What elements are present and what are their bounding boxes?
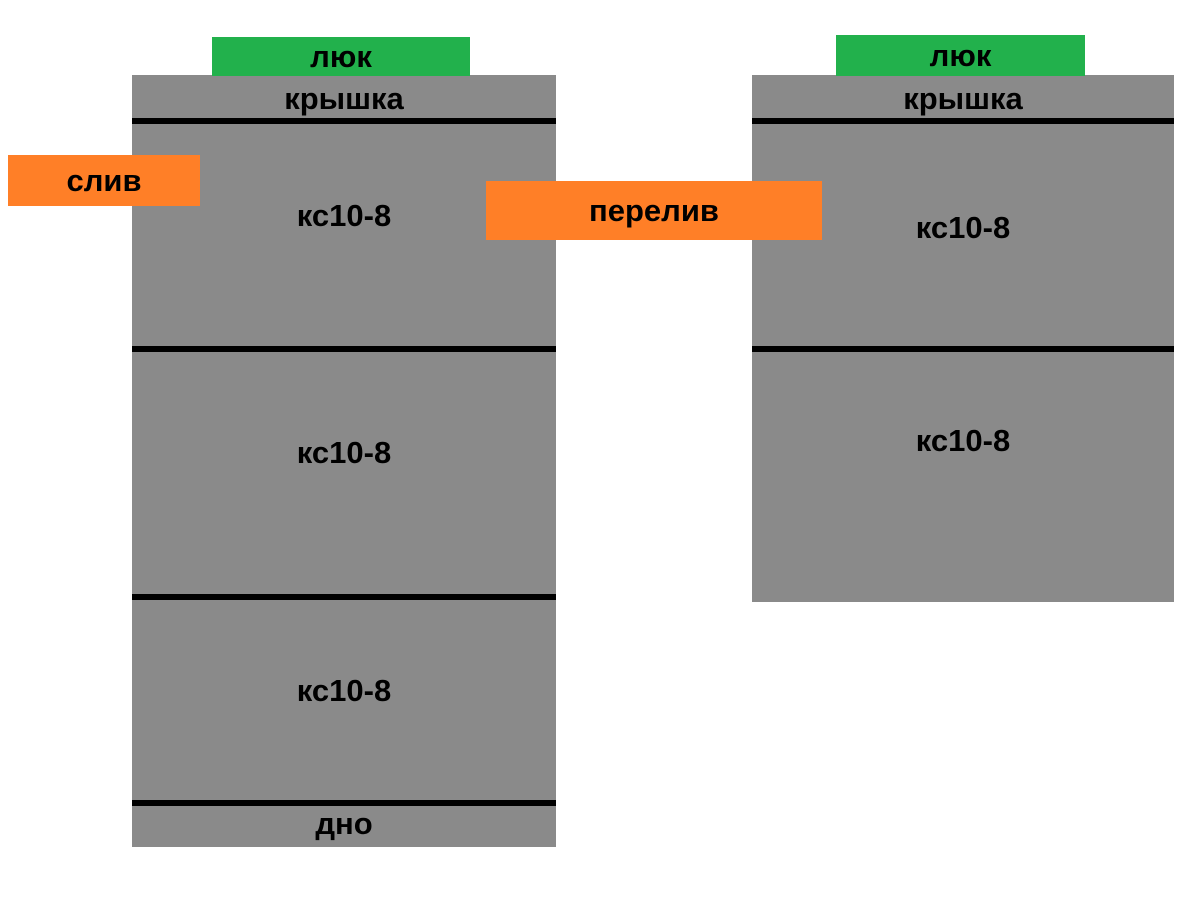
right-tank-hatch-label: люк xyxy=(836,35,1085,76)
right-tank-hatch-text: люк xyxy=(929,38,992,73)
left-tank-hatch-label: люк xyxy=(212,37,470,76)
left-tank-ring-3-text: кс10-8 xyxy=(296,673,392,708)
right-tank-ring-1-text: кс10-8 xyxy=(915,210,1011,245)
overflow-pipe-label: перелив xyxy=(486,181,822,240)
left-tank-hatch-text: люк xyxy=(310,39,372,74)
right-tank-ring-separator-1 xyxy=(752,346,1174,352)
right-tank-ring-2-text: кс10-8 xyxy=(915,423,1011,458)
left-tank-lid-text: крышка xyxy=(284,81,404,116)
right-tank-lid-text: крышка xyxy=(903,81,1023,116)
right-tank-lid-separator xyxy=(752,118,1174,124)
left-tank-ring-separator-1 xyxy=(132,346,556,352)
overflow-pipe-text: перелив xyxy=(589,193,719,228)
drain-pipe-label: слив xyxy=(8,155,200,206)
left-tank-body xyxy=(132,75,556,847)
left-tank-bottom-text: дно xyxy=(315,806,373,841)
drain-pipe-text: слив xyxy=(66,163,142,198)
left-tank-bottom-separator xyxy=(132,800,556,806)
left-tank-lid-separator xyxy=(132,118,556,124)
left-tank-ring-separator-2 xyxy=(132,594,556,600)
right-tank-body xyxy=(752,75,1174,602)
left-tank-ring-2-text: кс10-8 xyxy=(296,435,392,470)
left-tank-ring-1-text: кс10-8 xyxy=(296,198,392,233)
